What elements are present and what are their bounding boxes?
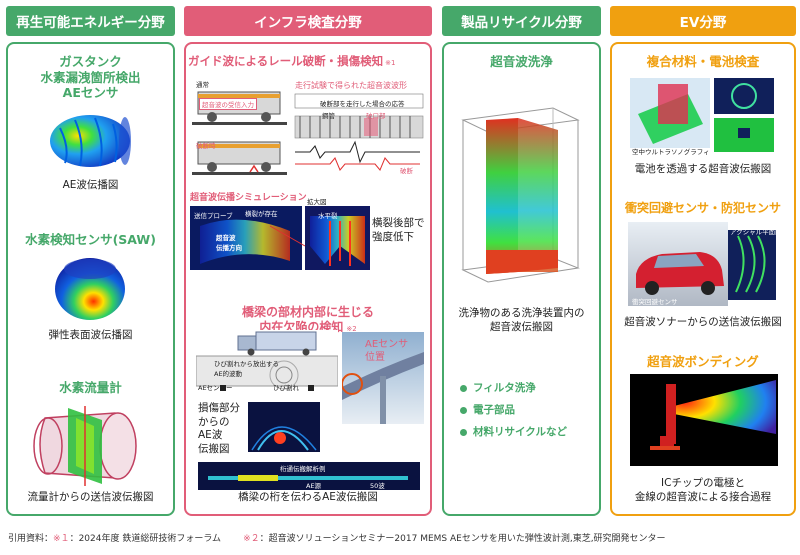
bullet-materials-text: 材料リサイクルなど xyxy=(473,426,567,438)
composite-battery-title: 複合材料・電池検査 xyxy=(646,54,760,69)
bridge-damage-image xyxy=(248,402,320,452)
rail-label-trial: 走行試験で得られた超音波波形 xyxy=(295,81,407,90)
gas-tank-ae-image xyxy=(50,115,131,167)
cleaning-caption: 洗浄物のある洗浄装置内の 超音波伝搬図 xyxy=(458,307,585,334)
bridge-damage-caption: 損傷部分 からの AE波 伝搬図 xyxy=(198,402,240,455)
cleaning-tank-image xyxy=(461,107,580,283)
flowmeter-image xyxy=(33,406,137,486)
bullet-filter: フィルタ洗浄 xyxy=(460,380,536,395)
footer-citations: 引用資料：※１：2024年度 鉄道総研技術フォーラム ※２：超音波ソリューションセ… xyxy=(8,531,666,544)
rail-label-disconnect: 破断 xyxy=(400,167,413,175)
bridge-label-crack: ひび割れ xyxy=(273,384,299,392)
footer-prefix: 引用資料： xyxy=(8,534,54,544)
bridge-strip-image xyxy=(198,462,420,490)
bridge-strip-label: 桁通伝搬解析例 xyxy=(280,465,326,473)
sim-label-probe: 送信プローブ xyxy=(194,212,233,220)
bridge-photo xyxy=(342,332,424,424)
rail-label-passing: 破断部を走行した場合の応答 xyxy=(320,100,405,108)
collision-sensor-label2: アクシャル平面図 xyxy=(730,228,782,236)
rail-note: ※1 xyxy=(385,59,396,67)
bridge-strip-left: AE源 xyxy=(306,482,322,490)
bullet-filter-text: フィルタ洗浄 xyxy=(473,382,536,394)
bridge-label-ae: AEセンサー xyxy=(198,384,233,392)
bridge-label-src: ひび割れから放出する AE的波動 xyxy=(214,360,279,378)
rail-title: ガイド波によるレール破断・損傷検知※1 xyxy=(188,54,428,68)
bonding-caption: ICチップの電極と 金線の超音波による接合過程 xyxy=(634,477,772,504)
rail-label-broken: 破断時 xyxy=(196,142,216,150)
bullet-dot xyxy=(460,428,467,436)
header-infra: インフラ検査分野 xyxy=(184,6,432,36)
collision-sensor-title: 衝突回避センサ・防犯センサ xyxy=(624,201,781,215)
bullet-dot xyxy=(460,384,467,392)
rail-label-rail: 鋼管 xyxy=(322,112,335,120)
rail-title-text: ガイド波によるレール破断・損傷検知 xyxy=(188,54,384,68)
battery-inspection-label: 空中ウルトラソノグラフィ xyxy=(632,148,710,156)
saw-sensor-image xyxy=(55,258,125,320)
sim-label-crack: 横裂が存在 xyxy=(245,210,278,218)
bridge-label-sensor: AEセンサ 位置 xyxy=(365,339,409,363)
sim-label-prop: 超音波 伝播方向 xyxy=(216,234,242,252)
bonding-image xyxy=(630,374,778,466)
rail-label-normal: 通常 xyxy=(196,81,209,89)
header-renewable: 再生可能エネルギー分野 xyxy=(6,6,175,36)
bridge-title: 橋梁の部材内部に生じる 内在欠陥の検知※2 xyxy=(188,290,428,335)
bullet-dot xyxy=(460,406,467,414)
sim-label-wave: 水平裂 xyxy=(318,212,338,220)
battery-inspection-image xyxy=(628,74,778,156)
sim-label-zoom: 拡大図 xyxy=(307,198,327,206)
footer-ref2-mark: ※２ xyxy=(243,534,260,544)
sim-title: 超音波伝播シミュレーション xyxy=(190,193,307,203)
battery-caption: 電池を透過する超音波伝搬図 xyxy=(634,163,772,175)
ultrasonic-bonding-title: 超音波ボンディング xyxy=(647,354,759,369)
collision-caption: 超音波ソナーからの送信波伝搬図 xyxy=(624,316,782,328)
bullet-materials: 材料リサイクルなど xyxy=(460,424,567,439)
bridge-note: ※2 xyxy=(346,325,357,333)
rail-label-break: 破口部 xyxy=(366,112,386,120)
bridge-caption: 橋梁の桁を伝わるAE波伝搬図 xyxy=(238,491,378,503)
hydrogen-flowmeter-title: 水素流量計 xyxy=(59,380,122,395)
footer-ref1-text: ：2024年度 鉄道総研技術フォーラム xyxy=(69,534,222,544)
collision-sensor-image xyxy=(628,222,776,306)
hydrogen-saw-title: 水素検知センサ(SAW) xyxy=(25,232,156,247)
cleaning-title: 超音波洗浄 xyxy=(490,54,553,69)
header-recycle: 製品リサイクル分野 xyxy=(442,6,601,36)
header-ev: EV分野 xyxy=(610,6,796,36)
bridge-truck-diagram xyxy=(196,330,338,394)
gas-tank-caption: AE波伝播図 xyxy=(62,179,119,191)
bridge-strip-right: 50波 xyxy=(370,482,385,490)
sim-caption: 横裂後部で 強度低下 xyxy=(372,217,425,244)
footer-ref1-mark: ※１ xyxy=(53,534,70,544)
collision-sensor-label: 衝突回避センサ xyxy=(632,298,678,306)
gas-tank-title: ガスタンク 水素漏洩箇所検出 AEセンサ xyxy=(40,54,141,101)
footer-ref2-text: ：超音波ソリューションセミナー2017 MEMS AEセンサを用いた弾性波計測,… xyxy=(259,534,666,544)
rail-label-received: 超音波の受信入力 xyxy=(199,98,257,110)
bullet-electronics-text: 電子部品 xyxy=(473,404,515,416)
bullet-electronics: 電子部品 xyxy=(460,402,515,417)
flowmeter-caption: 流量計からの送信波伝搬図 xyxy=(27,491,154,503)
sim-image xyxy=(190,206,370,270)
saw-caption: 弾性表面波伝播図 xyxy=(48,329,133,341)
